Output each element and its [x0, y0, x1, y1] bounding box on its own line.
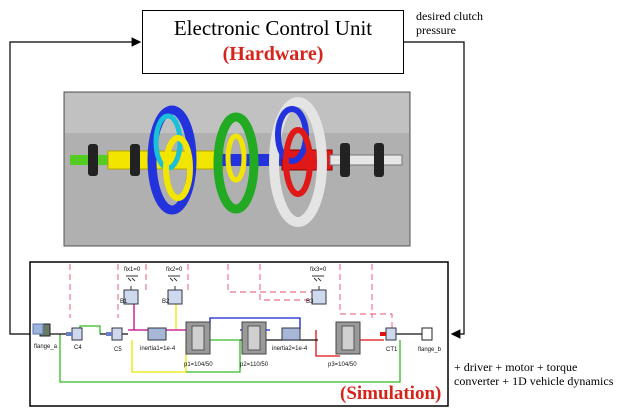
- gear-ring-red: [283, 127, 313, 197]
- label-b2: B2: [162, 299, 170, 305]
- label-b3: B3: [306, 299, 314, 305]
- control-loop-lines: [9, 37, 465, 339]
- planetary-p1-icon[interactable]: [185, 321, 211, 355]
- gear-ring-yellow-1: [163, 135, 193, 201]
- wire-red: [315, 330, 340, 357]
- driver-note-line1: + driver + motor + torque: [454, 360, 578, 374]
- simulation-label: (Simulation): [340, 383, 442, 404]
- brake-b1-icon[interactable]: [123, 286, 139, 305]
- ecu-subtitle: (Hardware): [222, 43, 324, 65]
- signal-lines: [69, 264, 393, 330]
- wire-yellow: [131, 340, 187, 373]
- label-fix2: fix2=0: [166, 267, 183, 273]
- driver-motor-note: + driver + motor + torque converter + 1D…: [454, 360, 613, 388]
- gear-ring-green: [213, 112, 259, 214]
- window-icon[interactable]: [32, 323, 44, 335]
- driver-note-line2: converter + 1D vehicle dynamics: [454, 374, 614, 388]
- inertia2-icon[interactable]: [281, 327, 301, 341]
- desired-note-line2: pressure: [416, 23, 456, 37]
- coupling-right-2: [374, 143, 384, 177]
- flange-b-icon[interactable]: [421, 327, 433, 341]
- fix2-icon[interactable]: [168, 275, 180, 282]
- label-fix3: fix3=0: [310, 267, 327, 273]
- desired-note-line1: desired clutch: [416, 9, 483, 23]
- label-fix1: fix1=0: [124, 267, 141, 273]
- label-c5: C5: [114, 347, 122, 353]
- ecu-input-arrow: [9, 37, 142, 335]
- inertia1-icon[interactable]: [147, 327, 167, 341]
- label-p3: p3=104/50: [328, 362, 357, 368]
- gear-ring-yellow-2: [225, 133, 247, 183]
- brake-b3-icon[interactable]: [311, 286, 327, 305]
- components: [32, 275, 433, 355]
- label-p2: p2=110/50: [240, 362, 269, 368]
- brake-b2-icon[interactable]: [167, 286, 183, 305]
- label-inertia1: inertia1=1e-4: [140, 346, 176, 352]
- label-inertia2: inertia2=1e-4: [272, 346, 308, 352]
- clutch-c5-icon[interactable]: [106, 327, 123, 341]
- planetary-p2-icon[interactable]: [241, 321, 267, 355]
- ecu-output-arrow: [404, 41, 465, 339]
- planetary-p3-icon[interactable]: [335, 321, 361, 355]
- component-labels: fix1=0 fix2=0 fix3=0 B1 B2 B3 C4 C5 CT1 …: [34, 267, 442, 368]
- shaft-silver: [329, 154, 403, 166]
- coupling-right-1: [340, 143, 350, 177]
- transmission-render: [63, 91, 411, 247]
- coupling-left-1: [88, 144, 98, 176]
- desired-pressure-note: desired clutch pressure: [416, 9, 483, 37]
- wire-green: [59, 334, 401, 383]
- ecu-title: Electronic Control Unit: [173, 16, 373, 40]
- ecu-box: Electronic Control Unit (Hardware): [142, 10, 404, 74]
- label-c4: C4: [74, 345, 82, 351]
- label-flange-b: flange_b: [418, 347, 442, 353]
- gear-ring-white: [269, 97, 327, 227]
- wire-green-3: [186, 339, 241, 373]
- fix1-icon[interactable]: [126, 275, 138, 282]
- label-ct1: CT1: [386, 347, 398, 353]
- coupling-left-2: [130, 144, 140, 176]
- label-p1: p1=104/50: [184, 362, 213, 368]
- clutch-c4-icon[interactable]: [66, 327, 83, 341]
- fix3-icon[interactable]: [312, 275, 324, 282]
- label-b1: B1: [120, 299, 128, 305]
- label-flange-a: flange_a: [34, 344, 58, 350]
- clutch-ct1-icon[interactable]: [380, 327, 397, 341]
